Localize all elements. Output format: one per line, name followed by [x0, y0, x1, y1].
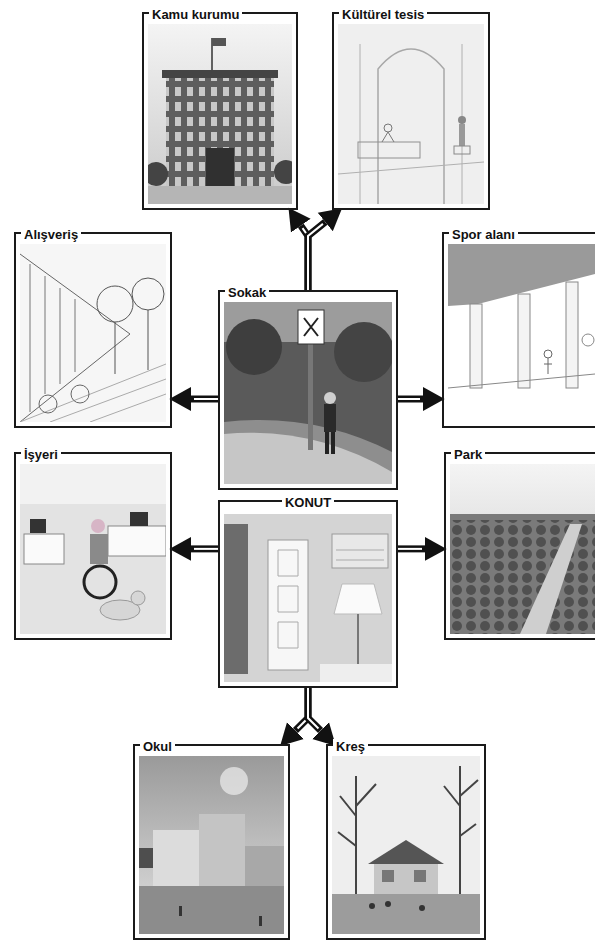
arrow-inner-line — [194, 548, 218, 550]
photo-box: Kültürel tesis — [332, 12, 490, 210]
photo-box: Alışveriş — [14, 232, 172, 428]
node-heading: Sokak — [225, 285, 269, 301]
arrow-shaft — [398, 396, 423, 403]
street-photo — [224, 302, 394, 484]
photo-box: Okul — [133, 744, 290, 940]
park-photo — [450, 464, 595, 634]
node-heading: Park — [451, 447, 485, 463]
photo-box: KONUT — [218, 500, 398, 688]
double-arrow — [191, 399, 218, 400]
node-heading: Kamu kurumu — [149, 7, 242, 23]
culture-sketch — [338, 24, 484, 204]
node-heading: Kültürel tesis — [339, 7, 427, 23]
photo-box: Park — [444, 452, 595, 640]
arrow-shaft — [191, 545, 218, 552]
arrow-inner-line — [398, 548, 422, 550]
node-heading: Alışveriş — [21, 227, 81, 243]
node-heading: KONUT — [282, 495, 334, 511]
node-heading: Kreş — [333, 739, 368, 755]
double-arrow — [191, 548, 218, 549]
arrow-inner-line — [194, 398, 218, 400]
double-arrow — [308, 688, 321, 731]
arrow-shaft — [308, 688, 321, 731]
arrow-shaft — [398, 545, 425, 552]
office-photo — [20, 464, 166, 634]
arrow-shaft — [191, 396, 218, 403]
school-photo — [139, 756, 284, 934]
photo-box: Kreş — [326, 744, 486, 940]
arrow-shaft — [308, 222, 325, 290]
nursery-photo — [332, 756, 480, 934]
node-heading: İşyeri — [21, 447, 61, 463]
double-arrow — [398, 548, 425, 549]
photo-box: Sokak — [218, 290, 398, 490]
shopping-sketch — [20, 244, 166, 422]
double-arrow — [308, 222, 325, 290]
double-arrow — [398, 399, 423, 400]
photo-box: Spor alanı — [442, 232, 595, 428]
photo-box: İşyeri — [14, 452, 172, 640]
sports-sketch — [448, 244, 595, 422]
arrow-inner-line — [308, 688, 318, 728]
building-photo — [144, 24, 298, 204]
arrow-inner-line — [398, 398, 420, 400]
node-heading: Spor alanı — [449, 227, 518, 243]
photo-box: Kamu kurumu — [142, 12, 298, 210]
arrow-inner-line — [308, 224, 323, 290]
node-heading: Okul — [140, 739, 175, 755]
home-photo — [224, 514, 392, 682]
